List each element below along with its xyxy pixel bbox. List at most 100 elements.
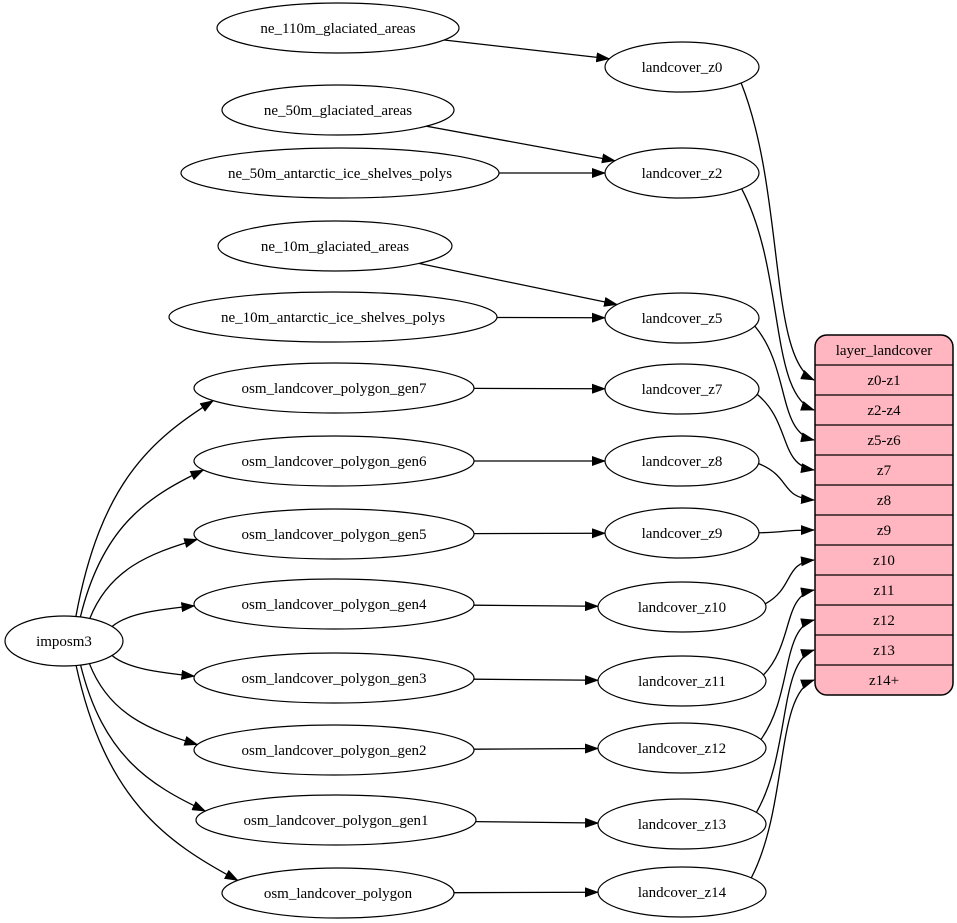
node-ellipse <box>195 794 477 846</box>
node-landcover_z5: landcover_z5 <box>604 292 760 344</box>
node-landcover_z14: landcover_z14 <box>597 866 767 918</box>
node-ellipse <box>4 615 124 667</box>
node-label: osm_landcover_polygon_gen7 <box>242 381 427 397</box>
node-label: osm_landcover_polygon_gen5 <box>242 527 427 543</box>
record-row-label: z14+ <box>869 673 899 689</box>
edge-landcover_z14-layer_landcover-z14+ <box>750 679 815 879</box>
node-label: landcover_z11 <box>638 674 726 690</box>
edge-imposm3-osm_landcover_polygon_gen1 <box>79 664 207 812</box>
node-label: landcover_z2 <box>642 166 723 182</box>
node-landcover_z7: landcover_z7 <box>604 363 760 415</box>
node-ellipse <box>597 722 767 774</box>
node-landcover_z10: landcover_z10 <box>597 581 767 633</box>
edge-landcover_z13-layer_landcover-z13 <box>755 649 815 813</box>
edge-imposm3-osm_landcover_polygon_gen3 <box>111 655 196 680</box>
node-label: landcover_z5 <box>642 311 723 327</box>
node-ellipse <box>597 581 767 633</box>
record-node-layer: layer_landcover z0-z1 z2-z4 z5-z6 z7 z8 z9 z10 z… <box>814 334 954 696</box>
node-osm_landcover_polygon_gen6: osm_landcover_polygon_gen6 <box>193 435 475 487</box>
node-label: osm_landcover_polygon_gen6 <box>242 454 427 470</box>
node-label: osm_landcover_polygon <box>264 886 413 902</box>
edge-landcover_z0-layer_landcover-z0-z1 <box>740 82 815 381</box>
node-label: ne_110m_glaciated_areas <box>260 21 415 37</box>
edge-imposm3-osm_landcover_polygon_gen2 <box>88 663 199 746</box>
node-landcover_z2: landcover_z2 <box>604 147 760 199</box>
node-osm_landcover_polygon_gen5: osm_landcover_polygon_gen5 <box>193 508 475 560</box>
node-ellipse <box>604 435 760 487</box>
edge-landcover_z10-layer_landcover-z10 <box>765 556 815 605</box>
edge-osm_landcover_polygon_gen2-landcover_z12 <box>473 743 600 754</box>
node-ellipse <box>604 363 760 415</box>
record-row-label: z5-z6 <box>867 433 901 449</box>
record-row-z2-z4: z2-z4 <box>815 394 953 419</box>
node-label: landcover_z12 <box>638 741 726 757</box>
node-label: ne_50m_glaciated_areas <box>264 103 412 119</box>
record-row-label: z8 <box>877 493 891 509</box>
node-landcover_z8: landcover_z8 <box>604 435 760 487</box>
node-ellipse <box>193 435 475 487</box>
node-label: landcover_z14 <box>638 885 727 901</box>
record-row-z12: z12 <box>815 604 953 629</box>
edge-imposm3-osm_landcover_polygon <box>75 665 239 881</box>
record-row-z14+: z14+ <box>815 664 953 689</box>
record-row-label: z10 <box>873 553 895 569</box>
record-row-z8: z8 <box>815 484 953 509</box>
nodes-layer: imposm3 ne_110m_glaciated_areas ne_50m_gla… <box>4 2 767 919</box>
edges-layer <box>75 39 815 898</box>
record-row-label: z13 <box>873 643 895 659</box>
node-ellipse <box>180 147 500 199</box>
record-row-label: z11 <box>873 583 894 599</box>
edge-landcover_z7-layer_landcover-z7 <box>756 393 815 473</box>
record-row-label: z9 <box>877 523 891 539</box>
edge-landcover_z12-layer_landcover-z12 <box>760 618 815 740</box>
edge-imposm3-osm_landcover_polygon_gen7 <box>75 400 215 617</box>
node-label: landcover_z10 <box>638 600 726 616</box>
record-row-label: z7 <box>877 463 892 479</box>
node-ellipse <box>221 867 455 919</box>
edge-ne_50m_glaciated_areas-landcover_z2 <box>426 125 616 164</box>
node-ellipse <box>604 507 760 559</box>
node-ellipse <box>193 724 475 776</box>
edge-imposm3-osm_landcover_polygon_gen6 <box>79 469 205 618</box>
node-ellipse <box>193 508 475 560</box>
record-row-z0-z1: z0-z1 <box>815 364 953 389</box>
edge-osm_landcover_polygon_gen4-landcover_z10 <box>473 601 600 612</box>
node-ellipse <box>604 147 760 199</box>
node-label: landcover_z9 <box>642 526 723 542</box>
node-ne_10m_antarctic_ice_shelves_polys: ne_10m_antarctic_ice_shelves_polys <box>168 291 498 343</box>
record-title: layer_landcover <box>836 343 933 359</box>
node-landcover_z13: landcover_z13 <box>597 798 767 850</box>
node-ellipse <box>597 655 767 707</box>
node-landcover_z12: landcover_z12 <box>597 722 767 774</box>
node-label: landcover_z7 <box>642 382 723 398</box>
node-label: ne_50m_antarctic_ice_shelves_polys <box>228 166 452 182</box>
edge-landcover_z11-layer_landcover-z11 <box>763 587 815 676</box>
record-row-z5-z6: z5-z6 <box>815 424 953 449</box>
record-row-z10: z10 <box>815 544 953 569</box>
edge-landcover_z9-layer_landcover-z9 <box>758 525 815 536</box>
record-row-z13: z13 <box>815 634 953 659</box>
edge-landcover_z5-layer_landcover-z5-z6 <box>754 325 815 443</box>
node-label: imposm3 <box>36 634 92 650</box>
node-landcover_z11: landcover_z11 <box>597 655 767 707</box>
record-row-label: z2-z4 <box>867 403 901 419</box>
record-row-label: z12 <box>873 613 895 629</box>
node-osm_landcover_polygon: osm_landcover_polygon <box>221 867 455 919</box>
record-layer-landcover: layer_landcover z0-z1 z2-z4 z5-z6 z7 z8 z9 z10 z… <box>814 334 954 696</box>
node-ne_50m_antarctic_ice_shelves_polys: ne_50m_antarctic_ice_shelves_polys <box>180 147 500 199</box>
node-osm_landcover_polygon_gen1: osm_landcover_polygon_gen1 <box>195 794 477 846</box>
node-ellipse <box>217 220 453 272</box>
node-label: osm_landcover_polygon_gen2 <box>242 743 427 759</box>
node-imposm3: imposm3 <box>4 615 124 667</box>
node-ellipse <box>193 652 475 704</box>
record-row-z7: z7 <box>815 454 953 479</box>
node-ne_50m_glaciated_areas: ne_50m_glaciated_areas <box>221 84 455 136</box>
node-ellipse <box>193 578 475 630</box>
node-label: landcover_z8 <box>642 454 723 470</box>
edge-landcover_z2-layer_landcover-z2-z4 <box>741 188 815 411</box>
node-label: ne_10m_antarctic_ice_shelves_polys <box>221 310 445 326</box>
edge-imposm3-osm_landcover_polygon_gen5 <box>89 538 199 619</box>
record-row-z11: z11 <box>815 574 953 599</box>
node-ellipse <box>597 798 767 850</box>
